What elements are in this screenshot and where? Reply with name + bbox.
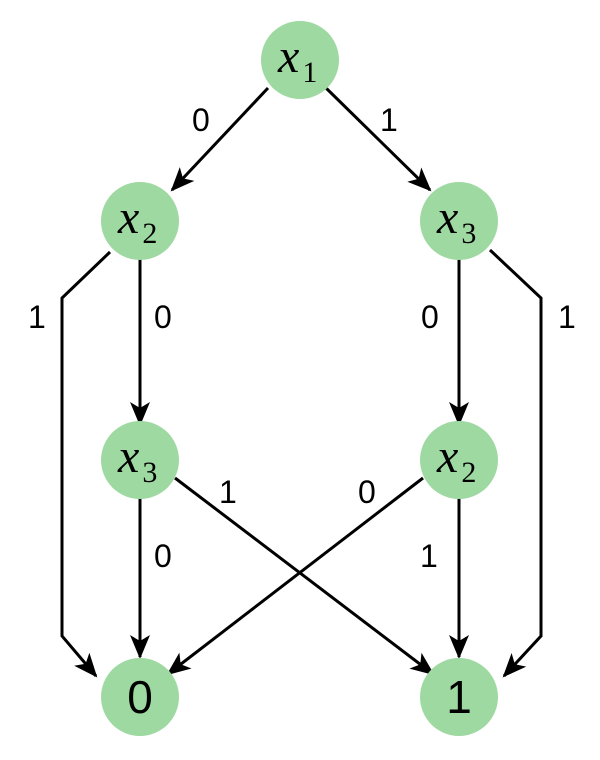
terminal-1-circle [420,658,498,736]
node-x3-lower-circle [101,421,179,499]
node-x1-var: x [277,30,299,83]
edge-label-x1-x3: 1 [380,102,398,138]
edge-x2-terminal0-1 [60,250,112,678]
node-x2-lower-var: x [436,430,458,483]
terminal-0-circle [101,658,179,736]
node-x1-circle [261,21,339,99]
edge-label-x1-x2: 0 [192,102,210,138]
edge-x3b-terminal1-1 [174,476,435,676]
edge-x1-x3-1 [324,86,432,192]
node-x3-lower-sub: 3 [142,456,157,489]
edge-x1-x2-0 [170,86,270,192]
edge-label-x3b-terminal1: 1 [219,474,237,510]
node-x3-circle [420,182,498,260]
terminal-1-label: 1 [446,671,472,723]
node-x2-var: x [117,191,139,244]
node-x3-var: x [436,191,458,244]
node-x2-lower-circle [420,421,498,499]
terminal-1: 1 [420,658,498,736]
edge-label-x2-terminal0: 1 [28,299,46,335]
edge-label-x2-x3: 0 [154,299,172,335]
edge-x2b-terminal0-0 [166,476,424,676]
node-x2-lower-sub: 2 [461,456,476,489]
node-x2-circle [101,182,179,260]
edge-x3-terminal1-1 [488,248,543,678]
node-x1-sub: 1 [302,56,317,89]
edge-labels: 0 1 0 1 0 1 0 1 0 1 [28,102,576,574]
edge-label-x2b-terminal0: 0 [358,474,376,510]
node-x2-sub: 2 [142,217,157,250]
terminal-0-label: 0 [127,671,153,723]
node-x3-sub: 3 [461,217,476,250]
terminal-0: 0 [101,658,179,736]
edge-label-x3b-terminal0: 0 [154,538,172,574]
edge-label-x3-x2: 0 [421,299,439,335]
edges [60,86,543,678]
edge-label-x3-terminal1: 1 [558,299,576,335]
node-x3-lower-var: x [117,430,139,483]
edge-label-x2b-terminal1: 1 [420,538,438,574]
